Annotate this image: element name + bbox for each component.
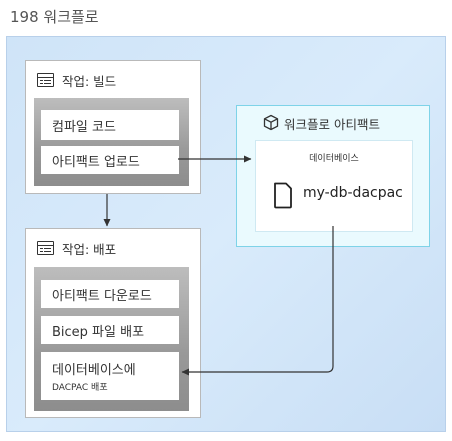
file-icon [274,182,292,209]
deploy-steps-panel: 아티팩트 다운로드 Bicep 파일 배포 데이터베이스에 DACPAC 배포 [34,267,189,411]
artifacts-title: 워크플로 아티팩트 [284,117,380,132]
workflow-artifacts-container: 워크플로 아티팩트 데이터베이스 my-db-dacpac [236,105,430,247]
cube-icon [263,114,279,131]
step-deploy-bicep: Bicep 파일 배포 [41,316,179,344]
step-download-artifact: 아티팩트 다운로드 [41,280,179,308]
diagram-title: 198 워크플로 [10,8,99,26]
job-list-icon [37,73,54,87]
job-list-icon [37,241,54,255]
arrow-artifact-to-deploy-step [181,226,334,376]
step-compile-code: 컴파일 코드 [41,110,179,140]
build-steps-panel: 컴파일 코드 아티팩트 업로드 [34,98,189,186]
build-job-card: 작업: 빌드 컴파일 코드 아티팩트 업로드 [25,60,201,194]
database-artifact-box: 데이터베이스 my-db-dacpac [255,140,413,232]
artifact-file-name: my-db-dacpac [303,185,403,201]
database-label: 데이터베이스 [309,154,359,164]
step-deploy-dacpac-line1: 데이터베이스에 [52,363,136,378]
deploy-job-card: 작업: 배포 아티팩트 다운로드 Bicep 파일 배포 데이터베이스에 DAC… [25,228,201,418]
step-deploy-dacpac-line2: DACPAC 배포 [52,383,108,393]
step-upload-artifact: 아티팩트 업로드 [41,146,179,174]
build-job-title: 작업: 빌드 [62,74,117,89]
deploy-job-title: 작업: 배포 [62,242,117,257]
step-deploy-dacpac: 데이터베이스에 DACPAC 배포 [41,352,179,400]
